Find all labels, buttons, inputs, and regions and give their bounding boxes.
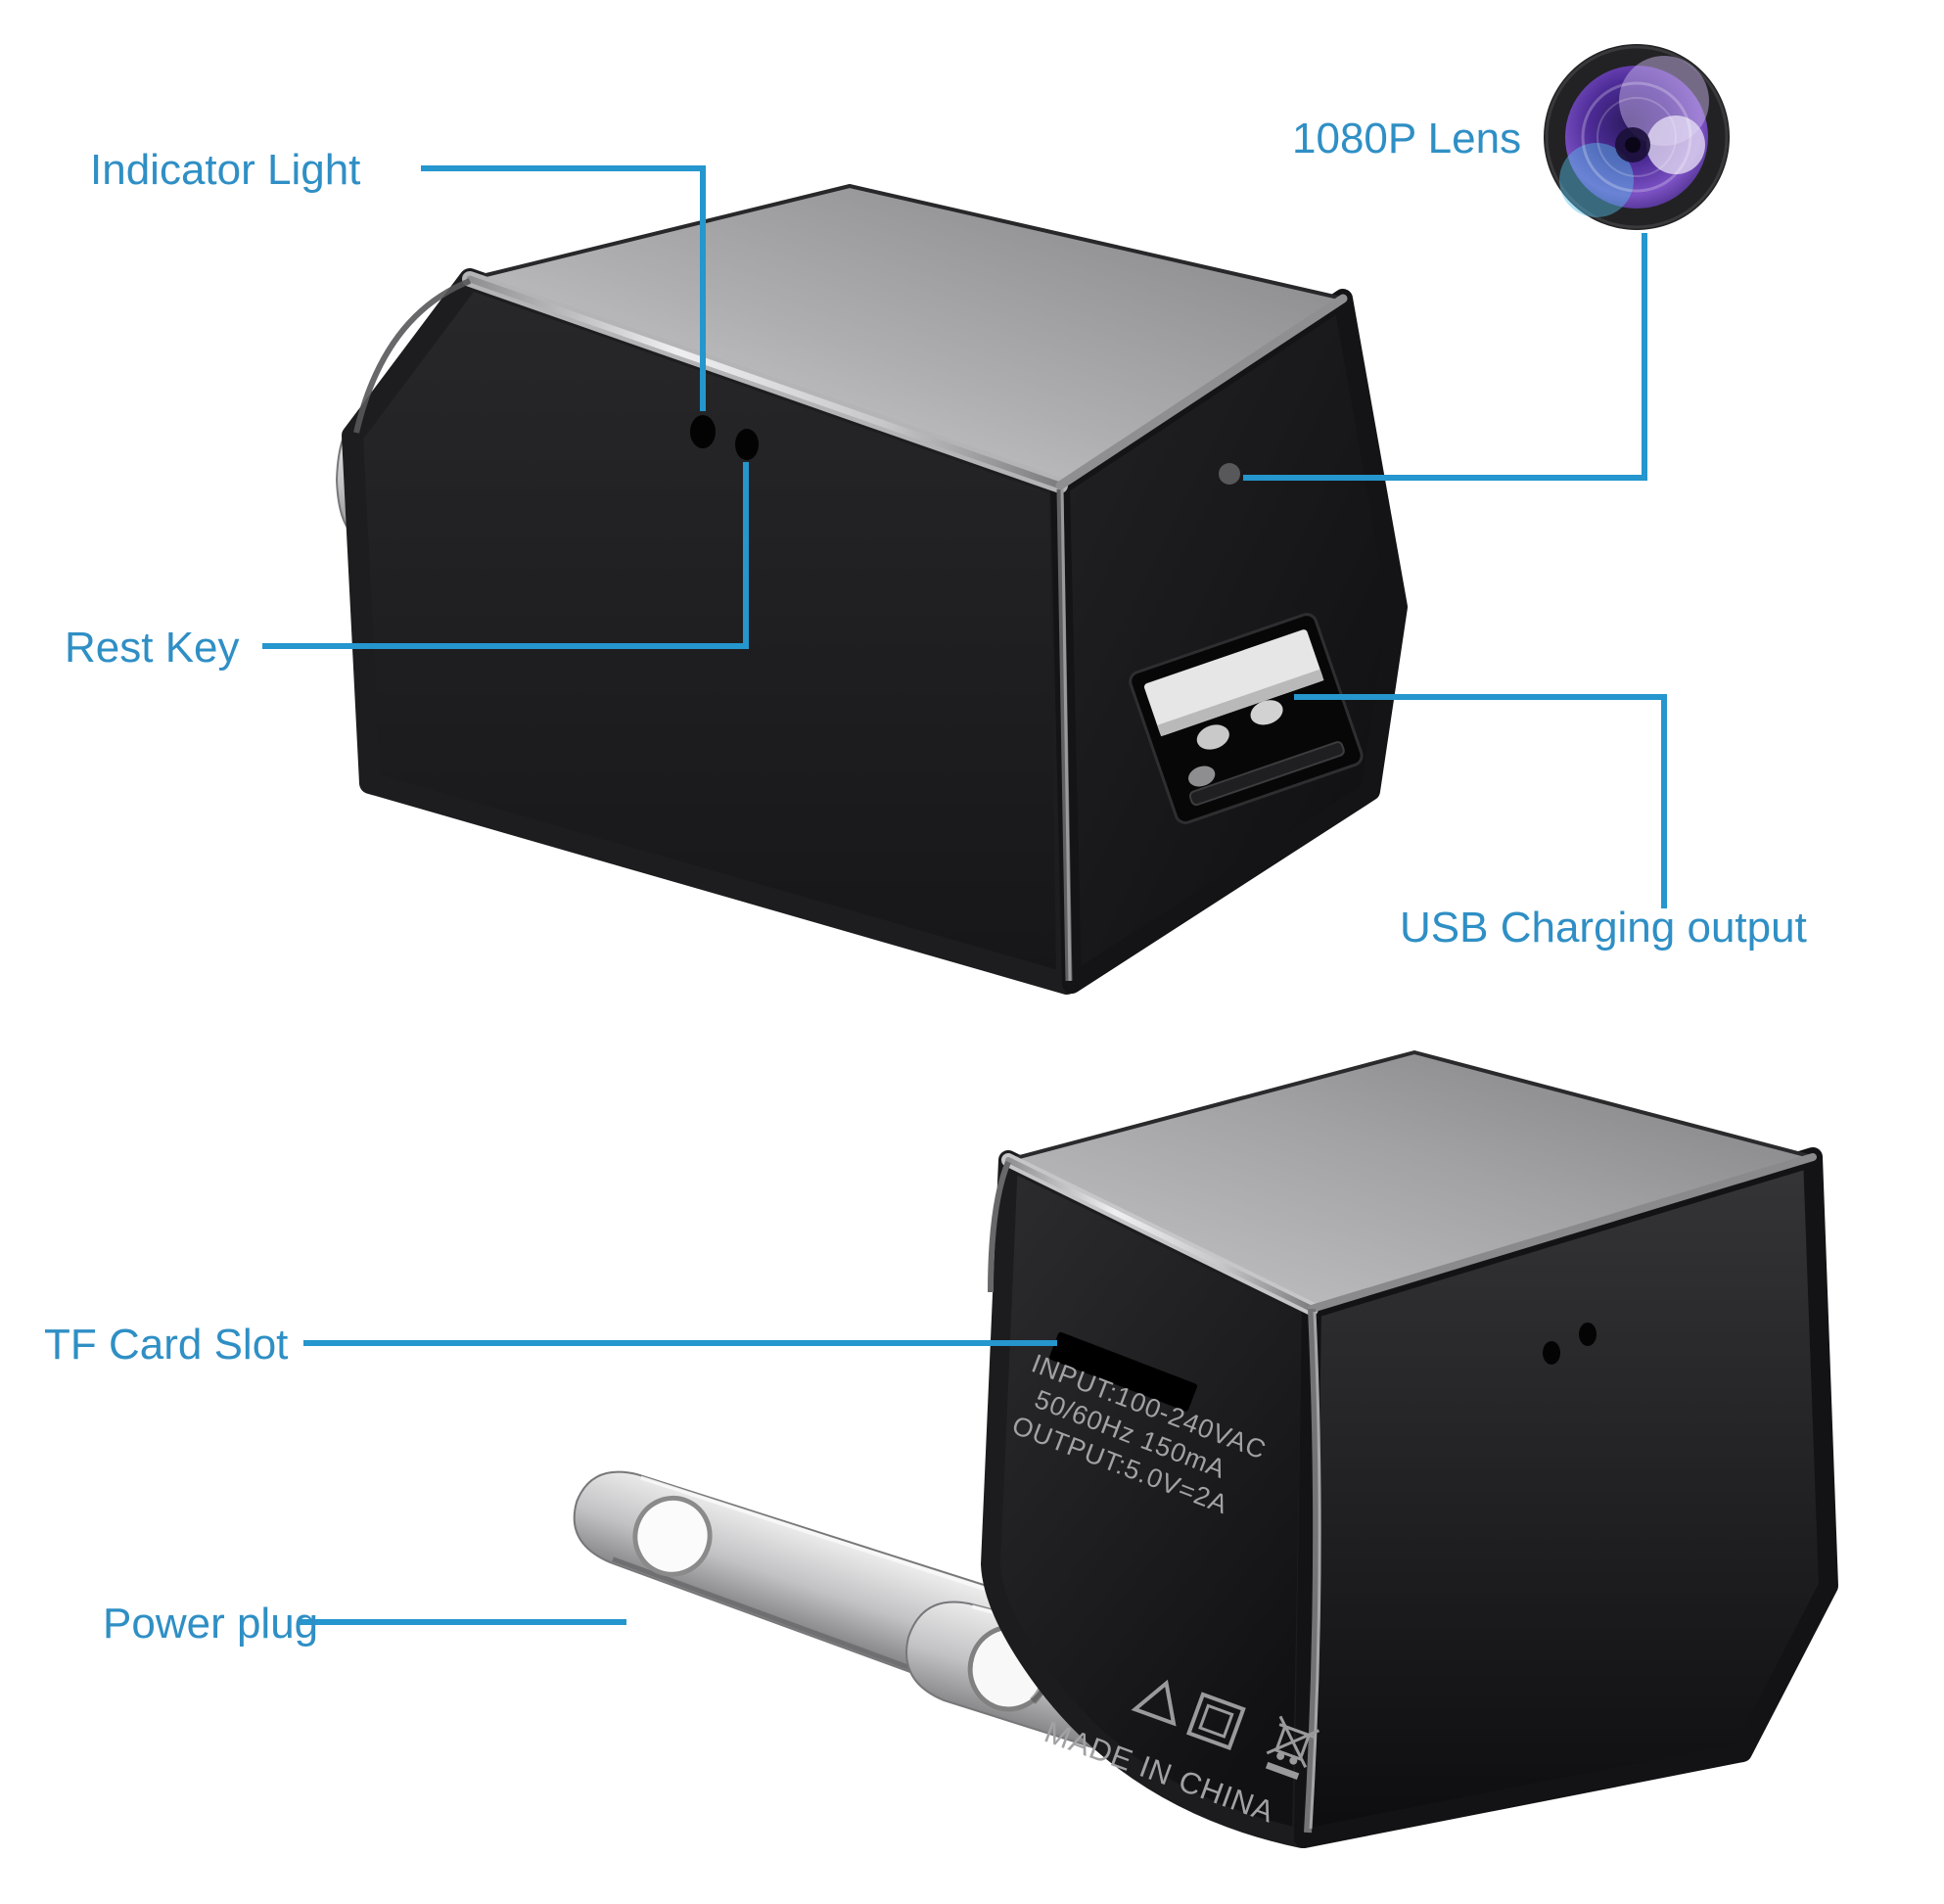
bottom-charger-front-face bbox=[981, 1150, 1321, 1848]
usb-tongue bbox=[1143, 629, 1323, 736]
weee-bin-icon bbox=[1265, 1715, 1320, 1781]
label-rest-key: Rest Key bbox=[65, 624, 240, 672]
callout-line-lens bbox=[1243, 233, 1647, 481]
tf-card-slot-icon bbox=[1049, 1331, 1198, 1412]
usb-contact bbox=[1250, 700, 1283, 725]
double-insulation-icon bbox=[1185, 1692, 1246, 1751]
mic-hole bbox=[1579, 1323, 1597, 1346]
label-usb-output: USB Charging output bbox=[1400, 904, 1807, 952]
bottom-charger: INPUT:100-240VAC 50/60Hz 150mA OUTPUT:5.… bbox=[573, 1050, 1838, 1848]
warning-triangle-icon bbox=[1131, 1679, 1177, 1727]
label-indicator-light: Indicator Light bbox=[90, 146, 360, 194]
rest-key-hole bbox=[735, 429, 759, 460]
top-charger bbox=[335, 184, 1408, 995]
callout-line-rest-key bbox=[262, 462, 749, 649]
label-lens: 1080P Lens bbox=[1292, 115, 1521, 163]
callout-line-usb-output bbox=[1294, 694, 1667, 908]
camera-lens-icon bbox=[1544, 44, 1730, 230]
label-tf-card-slot: TF Card Slot bbox=[44, 1321, 288, 1369]
mic-hole bbox=[1543, 1341, 1560, 1365]
usb-contact bbox=[1196, 724, 1229, 750]
usb-port-icon bbox=[1129, 613, 1364, 824]
camera-pinhole bbox=[1219, 463, 1240, 485]
label-power-plug: Power plug bbox=[103, 1600, 318, 1648]
prong-hole bbox=[632, 1495, 713, 1577]
callout-line-indicator-light bbox=[421, 165, 706, 411]
indicator-light-hole bbox=[690, 415, 716, 448]
